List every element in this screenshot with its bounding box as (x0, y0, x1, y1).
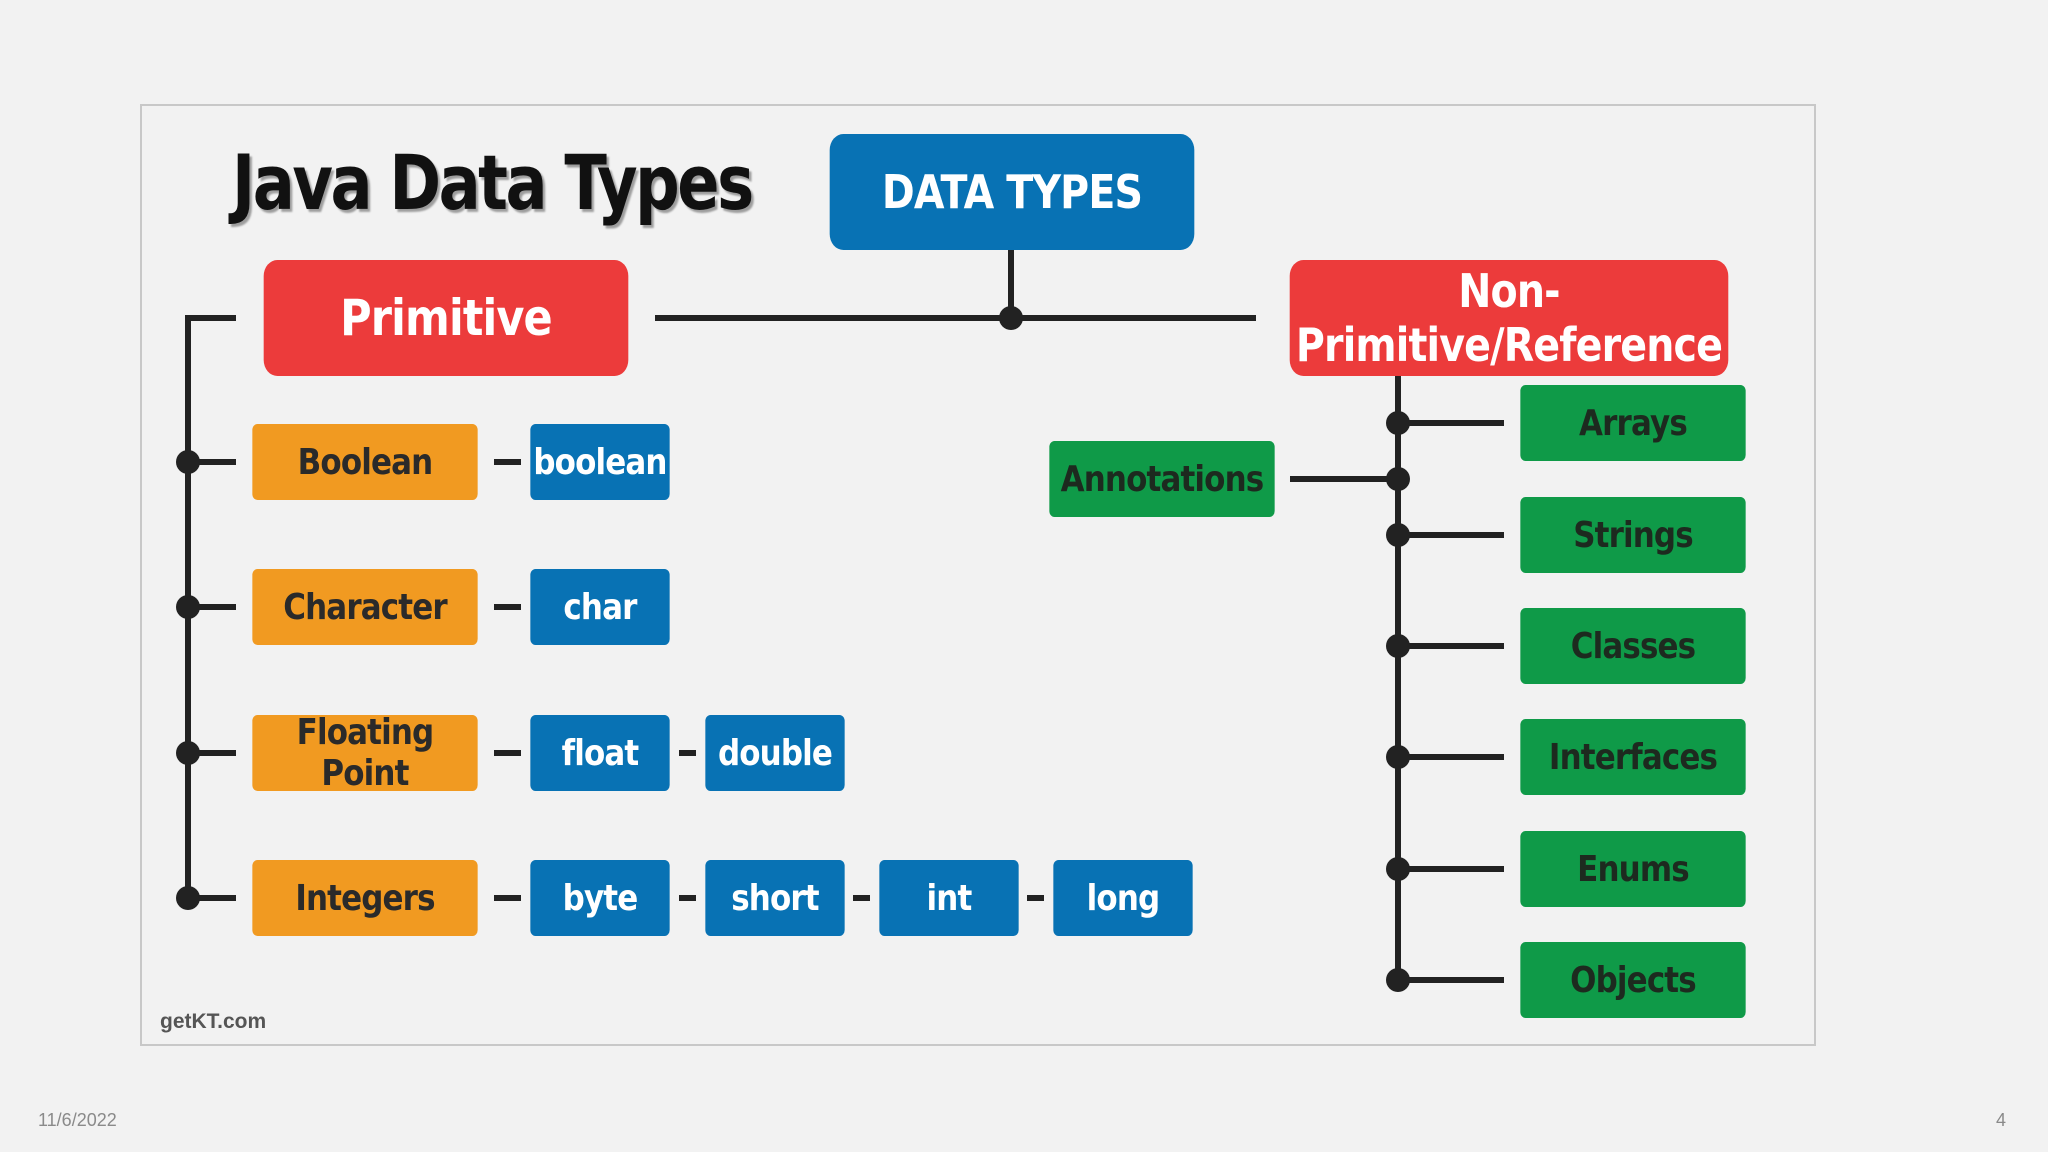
footer-page-number: 4 (1996, 1110, 2007, 1130)
type-char: char (530, 569, 670, 645)
group-integers: Integers (252, 860, 478, 936)
group-character: Character (252, 569, 478, 645)
type-arrays: Arrays (1520, 385, 1746, 461)
type-interfaces: Interfaces (1520, 719, 1746, 795)
type-strings: Strings (1520, 497, 1746, 573)
category-primitive: Primitive (263, 260, 629, 376)
category-non-primitive: Non-Primitive/Reference (1289, 260, 1729, 376)
type-boolean: boolean (530, 424, 670, 500)
type-short: short (705, 860, 845, 936)
type-byte: byte (530, 860, 670, 936)
type-objects: Objects (1520, 942, 1746, 1018)
type-int: int (879, 860, 1019, 936)
type-classes: Classes (1520, 608, 1746, 684)
type-double: double (705, 715, 845, 791)
diagram-title: Java Data Types (232, 138, 754, 227)
source-label: getKT.com (160, 1010, 267, 1033)
type-float: float (530, 715, 670, 791)
group-floating-point: Floating Point (252, 712, 478, 794)
footer-date: 11/6/2022 (38, 1110, 117, 1130)
type-enums: Enums (1520, 831, 1746, 907)
root-node-data-types: DATA TYPES (829, 134, 1195, 250)
type-long: long (1053, 860, 1193, 936)
group-boolean: Boolean (252, 424, 478, 500)
type-annotations: Annotations (1049, 441, 1275, 517)
